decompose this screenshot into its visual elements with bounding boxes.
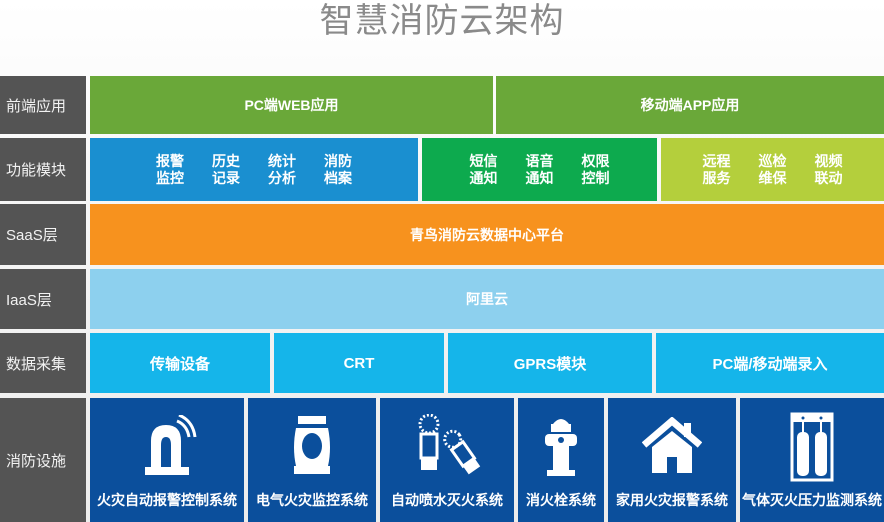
module-remote-service: 远程服务 xyxy=(702,152,731,186)
block-crt: CRT xyxy=(274,333,444,393)
module-group-notification: 短信通知 语音通知 权限控制 xyxy=(422,138,657,201)
facility-sprinkler-system: 自动喷水灭火系统 xyxy=(380,398,514,522)
module-group-monitoring: 报警监控 历史记录 统计分析 消防档案 xyxy=(90,138,418,201)
layer-saas: SaaS层 青鸟消防云数据中心平台 xyxy=(0,204,884,265)
block-mobile-app: 移动端APP应用 xyxy=(496,76,884,134)
facility-electrical-fire-monitoring: 电气火灾监控系统 xyxy=(248,398,376,522)
house-icon xyxy=(642,398,702,490)
module-voice-notice: 语音通知 xyxy=(525,152,554,186)
layer-label-iaas: IaaS层 xyxy=(0,269,86,329)
module-permission-control: 权限控制 xyxy=(581,152,610,186)
module-history-records: 历史记录 xyxy=(212,152,240,186)
module-group-service: 远程服务 巡检维保 视频联动 xyxy=(661,138,884,201)
layer-label-facilities: 消防设施 xyxy=(0,398,86,522)
layer-label-modules: 功能模块 xyxy=(0,138,86,201)
layer-collection: 数据采集 传输设备 CRT GPRS模块 PC端/移动端录入 xyxy=(0,333,884,393)
facility-home-fire-alarm: 家用火灾报警系统 xyxy=(608,398,736,522)
block-data-center-platform: 青鸟消防云数据中心平台 xyxy=(90,204,884,265)
layer-facilities: 消防设施 火灾自动报警控制系统 电气火灾监控系统 xyxy=(0,398,884,522)
facility-gas-extinguishing-monitoring: 气体灭火压力监测系统 xyxy=(740,398,884,522)
layer-label-collection: 数据采集 xyxy=(0,333,86,393)
current-transformer-icon xyxy=(290,398,334,490)
module-fire-archives: 消防档案 xyxy=(324,152,352,186)
block-gprs-module: GPRS模块 xyxy=(448,333,652,393)
layer-label-saas: SaaS层 xyxy=(0,204,86,265)
alarm-beacon-icon xyxy=(137,398,197,490)
page-title: 智慧消防云架构 xyxy=(319,2,565,40)
block-pc-mobile-entry: PC端/移动端录入 xyxy=(656,333,884,393)
module-alarm-monitoring: 报警监控 xyxy=(156,152,184,186)
module-sms-notice: 短信通知 xyxy=(469,152,498,186)
sprinkler-icon xyxy=(407,398,487,490)
block-aliyun: 阿里云 xyxy=(90,269,884,329)
layer-label-frontend: 前端应用 xyxy=(0,76,86,134)
facility-fire-alarm-control: 火灾自动报警控制系统 xyxy=(90,398,244,522)
fire-hydrant-icon xyxy=(541,398,581,490)
gas-cylinder-icon xyxy=(790,398,834,490)
block-transmission-device: 传输设备 xyxy=(90,333,270,393)
module-inspection-maintenance: 巡检维保 xyxy=(758,152,787,186)
facility-hydrant-system: 消火栓系统 xyxy=(518,398,604,522)
module-video-linkage: 视频联动 xyxy=(814,152,843,186)
layer-frontend: 前端应用 PC端WEB应用 移动端APP应用 xyxy=(0,76,884,134)
module-statistics: 统计分析 xyxy=(268,152,296,186)
layer-iaas: IaaS层 阿里云 xyxy=(0,269,884,329)
layer-modules: 功能模块 报警监控 历史记录 统计分析 消防档案 短信通知 语音通知 权限控制 … xyxy=(0,138,884,201)
block-pc-web-app: PC端WEB应用 xyxy=(90,76,493,134)
